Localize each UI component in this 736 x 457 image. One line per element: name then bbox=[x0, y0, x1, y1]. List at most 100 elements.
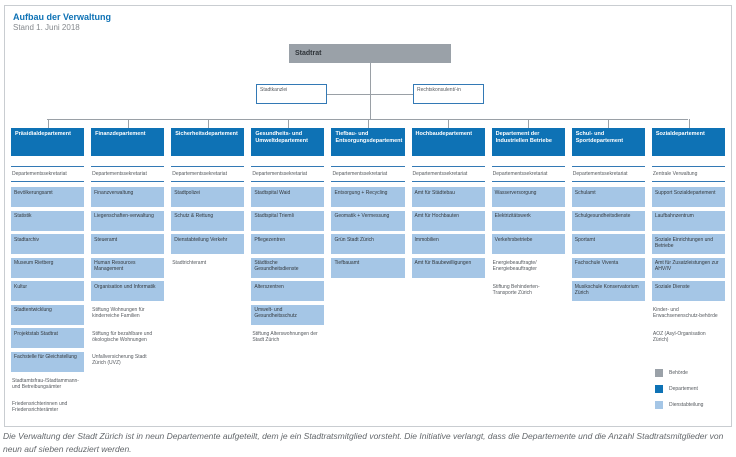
unit-box: Elektrizitätswerk bbox=[491, 210, 565, 231]
connector-line bbox=[370, 63, 371, 119]
department-header: Departement der Industriellen Betriebe bbox=[491, 128, 565, 156]
secretariat-label: Departementssekretariat bbox=[91, 166, 165, 182]
unit-box: Immobilien bbox=[411, 234, 485, 254]
secretariat-label: Departementssekretariat bbox=[571, 166, 645, 182]
unit-note: Stiftung Wohnungen für kinderreiche Fami… bbox=[92, 307, 145, 319]
unit-box: Amt für Baubewilligungen bbox=[411, 257, 485, 278]
legend-swatch bbox=[655, 369, 663, 377]
department-header: Tiefbau- und Entsorgungsdepartement bbox=[331, 128, 405, 156]
connector-stub bbox=[368, 119, 369, 128]
unit-box: Support Sozialdepartement bbox=[651, 187, 725, 207]
unit-box: Musikschule Konservatorium Zürich bbox=[571, 281, 645, 301]
unit-box: Bevölkerungsamt bbox=[11, 187, 85, 207]
legend-label: Behörde bbox=[669, 370, 688, 376]
unit-box: Pflegezentren bbox=[251, 234, 325, 254]
unit-box: Statistik bbox=[11, 210, 85, 231]
chart-date: Stand 1. Juni 2018 bbox=[13, 23, 80, 32]
rechtskonsulent-box: Rechtskonsulent/-in bbox=[413, 84, 484, 104]
connector-stub bbox=[688, 119, 690, 128]
legend-item: Departement bbox=[655, 385, 703, 393]
unit-box: Finanzverwaltung bbox=[91, 187, 165, 207]
unit-box: Amt für Städtebau bbox=[411, 187, 485, 207]
unit-note: Stiftung für bezahlbare und ökologische … bbox=[92, 330, 153, 343]
connector-line bbox=[327, 94, 413, 95]
legend-item: Dienstabteilung bbox=[655, 401, 703, 409]
unit-box: Soziale Dienste bbox=[651, 281, 725, 301]
unit-box: Schulgesundheitsdienste bbox=[571, 210, 645, 231]
connector-stub bbox=[528, 119, 530, 128]
connector-stub bbox=[448, 119, 450, 128]
unit-box: Stadtpolizei bbox=[171, 187, 245, 207]
secretariat-label: Departementssekretariat bbox=[331, 166, 405, 182]
connector-stub bbox=[608, 119, 610, 128]
department-header: Finanzdepartement bbox=[91, 128, 165, 156]
legend-label: Dienstabteilung bbox=[669, 402, 704, 408]
unit-box: Grün Stadt Zürich bbox=[331, 234, 405, 254]
legend-swatch bbox=[655, 401, 663, 409]
unit-note: AOZ (Asyl-Organisation Zürich) bbox=[652, 330, 706, 343]
unit-box: Laufbahnzentrum bbox=[651, 210, 725, 231]
connector-stub bbox=[127, 119, 129, 128]
unit-box: Dienstabteilung Verkehr bbox=[171, 234, 245, 254]
stadtkanzlei-box: Stadtkanzlei bbox=[256, 84, 327, 104]
unit-box: Alterszentren bbox=[251, 281, 325, 301]
chart-title: Aufbau der Verwaltung bbox=[13, 12, 112, 22]
unit-box: Stadtarchiv bbox=[11, 234, 85, 254]
secretariat-label: Departementssekretariat bbox=[411, 166, 485, 182]
unit-box: Projektstab Stadtrat bbox=[11, 328, 85, 348]
unit-box: Wasserversorgung bbox=[491, 187, 565, 207]
unit-box: Organisation und Informatik bbox=[91, 281, 165, 301]
unit-box: Stadtspital Triemli bbox=[251, 210, 325, 231]
secretariat-label: Departementssekretariat bbox=[491, 166, 565, 182]
unit-box: Geomatik + Vermessung bbox=[331, 210, 405, 231]
unit-box: Umwelt- und Gesundheitsschutz bbox=[251, 304, 325, 325]
stadtrat-box: Stadtrat bbox=[289, 44, 451, 63]
secretariat-label: Zentrale Verwaltung bbox=[651, 166, 725, 182]
unit-note: Kinder- und Erwachsenenschutz-behörde bbox=[652, 307, 718, 319]
secretariat-label: Departementssekretariat bbox=[171, 166, 245, 182]
secretariat-label: Departementssekretariat bbox=[251, 166, 325, 182]
unit-box: Schulamt bbox=[571, 187, 645, 207]
unit-box: Amt für Zusatzleistungen zur AHV/IV bbox=[651, 257, 725, 278]
unit-box: Soziale Einrichtungen und Betriebe bbox=[651, 234, 725, 254]
caption: Die Verwaltung der Stadt Zürich ist in n… bbox=[3, 431, 724, 454]
legend-label: Departement bbox=[669, 386, 698, 392]
unit-note: Stiftung Alterswohnungen der Stadt Züric… bbox=[252, 330, 318, 343]
unit-box: Fachschule Viventa bbox=[571, 257, 645, 278]
unit-note: Stadtamtsfrau-/Stadtammann- und Betreibu… bbox=[12, 377, 79, 390]
unit-box: Liegenschaften-verwaltung bbox=[91, 210, 165, 231]
connector-stub bbox=[47, 119, 49, 128]
unit-note: Stadtrichteramt bbox=[172, 260, 207, 266]
connector-stub bbox=[207, 119, 209, 128]
legend-swatch bbox=[655, 385, 663, 393]
department-header: Sozialdepartement bbox=[651, 128, 725, 156]
unit-note: Energiebeauftragte/ Energiebeauftragter bbox=[492, 260, 537, 272]
unit-box: Stadtspital Waid bbox=[251, 187, 325, 207]
unit-box: Sportamt bbox=[571, 234, 645, 254]
unit-note: Friedensrichterinnen und Friedensrichter… bbox=[12, 401, 68, 413]
unit-box: Fachstelle für Gleichstellung bbox=[11, 351, 85, 372]
unit-note: Stiftung Behinderten-Transporte Zürich bbox=[492, 283, 540, 296]
department-header: Sicherheitsdepartement bbox=[171, 128, 245, 156]
org-chart: Aufbau der Verwaltung Stand 1. Juni 2018… bbox=[4, 5, 732, 427]
department-header: Gesundheits- und Umweltdepartement bbox=[251, 128, 325, 156]
